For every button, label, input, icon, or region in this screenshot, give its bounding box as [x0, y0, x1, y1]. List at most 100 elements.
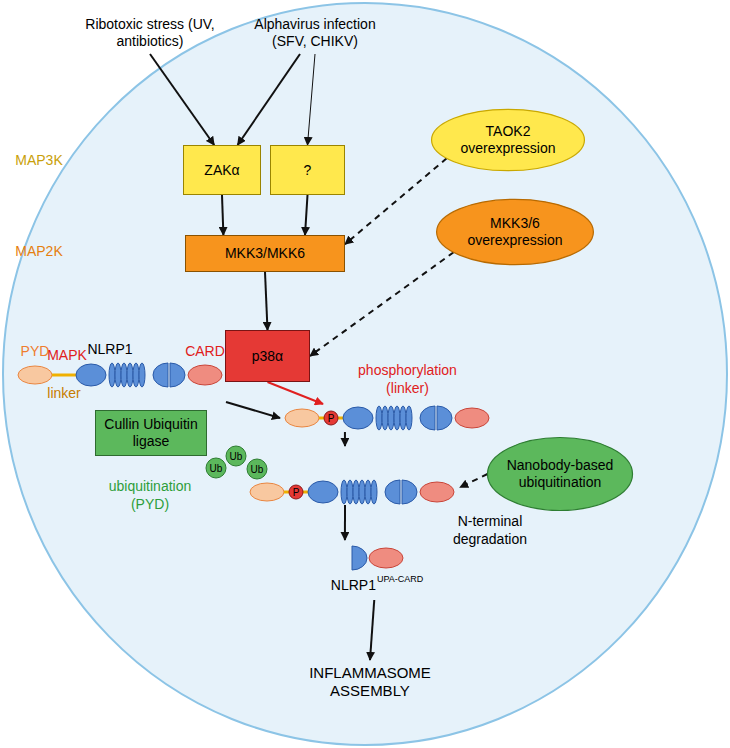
- arrow-connector: [370, 600, 374, 660]
- nacht-domain: [308, 481, 338, 503]
- process-label: N-terminal degradation: [440, 513, 540, 548]
- process-label: phosphorylation (linker): [350, 362, 465, 397]
- node-text: MKK3/6 overexpression: [459, 215, 571, 249]
- zu5-domain: [420, 406, 435, 430]
- lrr-repeat: [388, 406, 394, 430]
- overexpression-ellipse: TAOK2 overexpression: [430, 108, 586, 172]
- lrr-repeat: [109, 363, 115, 387]
- overexpression-ellipse: MKK3/6 overexpression: [435, 198, 595, 266]
- lrr-repeat: [376, 406, 382, 430]
- domain-label: NLRP1: [87, 342, 132, 357]
- process-label: ubiquitination (PYD): [95, 478, 205, 513]
- arrow-connector: [150, 54, 214, 145]
- card-domain: [455, 408, 489, 428]
- domain-label: CARD: [185, 344, 225, 359]
- arrow-connector: [226, 402, 280, 418]
- tier-label: MAP3K: [8, 152, 70, 170]
- ellipse-shape: [487, 438, 632, 511]
- nanobody-ellipse: Nanobody-based ubiquitination: [486, 436, 634, 512]
- ellipse-shape: [432, 109, 585, 170]
- tier-label: MAPK: [36, 347, 98, 365]
- arrow-connector: [344, 505, 346, 540]
- pyd-domain: [285, 409, 319, 427]
- domain-label: Ub: [230, 451, 243, 462]
- node-text: Alphavirus infection (SFV, CHIKV): [248, 16, 383, 50]
- zu5-domain: [153, 363, 168, 387]
- arrow-connector: [268, 382, 324, 404]
- domain-label: Ub: [251, 464, 264, 475]
- upa-domain: [437, 406, 452, 430]
- lrr-repeat: [353, 480, 359, 504]
- upa-domain: [402, 480, 417, 504]
- arrow-connector: [222, 195, 223, 235]
- domain-label: Ub: [210, 463, 223, 474]
- nacht-domain: [76, 364, 106, 386]
- ellipse-shape: [437, 199, 594, 264]
- domain-label: linker: [47, 386, 80, 401]
- node-text: Nanobody-based ubiquitination: [501, 457, 619, 491]
- lrr-repeat: [341, 480, 347, 504]
- lrr-repeat: [133, 363, 139, 387]
- kinase-box: ZAKα: [183, 145, 261, 195]
- kinase-box: ?: [270, 145, 345, 195]
- tier-label: MAP2K: [8, 243, 70, 261]
- arrow-connector: [345, 158, 447, 244]
- kinase-box: p38α: [225, 330, 310, 382]
- node-text: ZAKα: [204, 162, 239, 179]
- domain-label: NLRP1: [331, 578, 376, 593]
- protein-drawings: [18, 363, 489, 570]
- lrr-repeat: [127, 363, 133, 387]
- lrr-repeat: [382, 406, 388, 430]
- card-domain: [420, 482, 454, 502]
- domain-label: P: [328, 413, 335, 424]
- cell-outline: [3, 3, 727, 745]
- lrr-repeat: [139, 363, 145, 387]
- pyd-domain: [250, 483, 284, 501]
- card-domain: [369, 548, 403, 568]
- ubiquitinated-nlrp1: UbUbUbP: [205, 446, 460, 505]
- lrr-repeat: [400, 406, 406, 430]
- lrr-repeat: [115, 363, 121, 387]
- linker-line: [52, 374, 76, 377]
- ubiquitin-dot: [226, 446, 246, 466]
- node-text: p38α: [252, 348, 283, 365]
- outcome-text: INFLAMMASOME ASSEMBLY: [280, 660, 460, 704]
- phospho-nlrp1: P: [280, 404, 495, 432]
- pyd-domain: [18, 366, 52, 384]
- lrr-repeat: [347, 480, 353, 504]
- nlrp1-fragment: NLRP1UPA-CARD: [300, 540, 435, 600]
- lrr-repeat: [406, 406, 412, 430]
- lrr-repeat: [371, 480, 377, 504]
- nacht-domain: [343, 407, 373, 429]
- lrr-repeat: [365, 480, 371, 504]
- kinase-box: MKK3/MKK6: [185, 235, 345, 272]
- ligase-box: Cullin Ubiquitin ligase: [95, 410, 207, 456]
- node-text: INFLAMMASOME ASSEMBLY: [295, 664, 445, 700]
- upa-domain: [170, 363, 185, 387]
- domain-label: PYD: [21, 344, 50, 359]
- stimulus-text: Alphavirus infection (SFV, CHIKV): [240, 12, 390, 54]
- card-domain: [188, 365, 222, 385]
- node-text: MKK3/MKK6: [225, 245, 305, 262]
- domain-label: UPA-CARD: [377, 575, 423, 585]
- node-text: Cullin Ubiquitin ligase: [102, 416, 200, 450]
- arrow-connector: [344, 432, 346, 446]
- upa-domain: [352, 546, 367, 570]
- arrow-connector: [305, 195, 308, 235]
- stimulus-text: Ribotoxic stress (UV, antibiotics): [75, 12, 225, 54]
- node-text: ?: [304, 162, 312, 179]
- arrow-connector: [460, 474, 487, 487]
- node-text: TAOK2 overexpression: [452, 123, 564, 157]
- arrow-connector: [238, 54, 300, 145]
- nlrp1-protein: PYD NLRP1 CARD linker: [10, 335, 250, 402]
- lrr-repeat: [121, 363, 127, 387]
- zu5-domain: [385, 480, 400, 504]
- lrr-repeat: [359, 480, 365, 504]
- domain-label: P: [293, 487, 300, 498]
- ubiquitin-dot: [206, 458, 226, 478]
- phospho-dot: [289, 485, 303, 499]
- lrr-repeat: [394, 406, 400, 430]
- phospho-dot: [324, 411, 338, 425]
- ubiquitin-dot: [247, 459, 267, 479]
